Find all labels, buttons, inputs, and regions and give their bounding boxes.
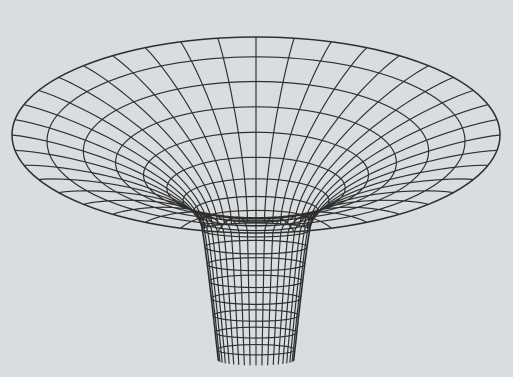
funnel-meridian bbox=[294, 150, 498, 360]
funnel-meridian bbox=[290, 179, 474, 362]
funnel-meridian bbox=[59, 191, 226, 363]
funnel-meridian bbox=[287, 191, 454, 363]
funnel-meridian bbox=[15, 150, 219, 360]
funnel-meridian bbox=[15, 120, 203, 229]
funnel-meridian bbox=[262, 217, 294, 365]
funnel-meridian bbox=[309, 120, 497, 229]
funnel-meridian bbox=[39, 179, 223, 362]
funnel-meridian bbox=[218, 217, 250, 365]
funnel-meridian bbox=[265, 38, 295, 222]
funnel-meridians bbox=[12, 37, 500, 365]
funnel-meridian bbox=[218, 38, 248, 222]
